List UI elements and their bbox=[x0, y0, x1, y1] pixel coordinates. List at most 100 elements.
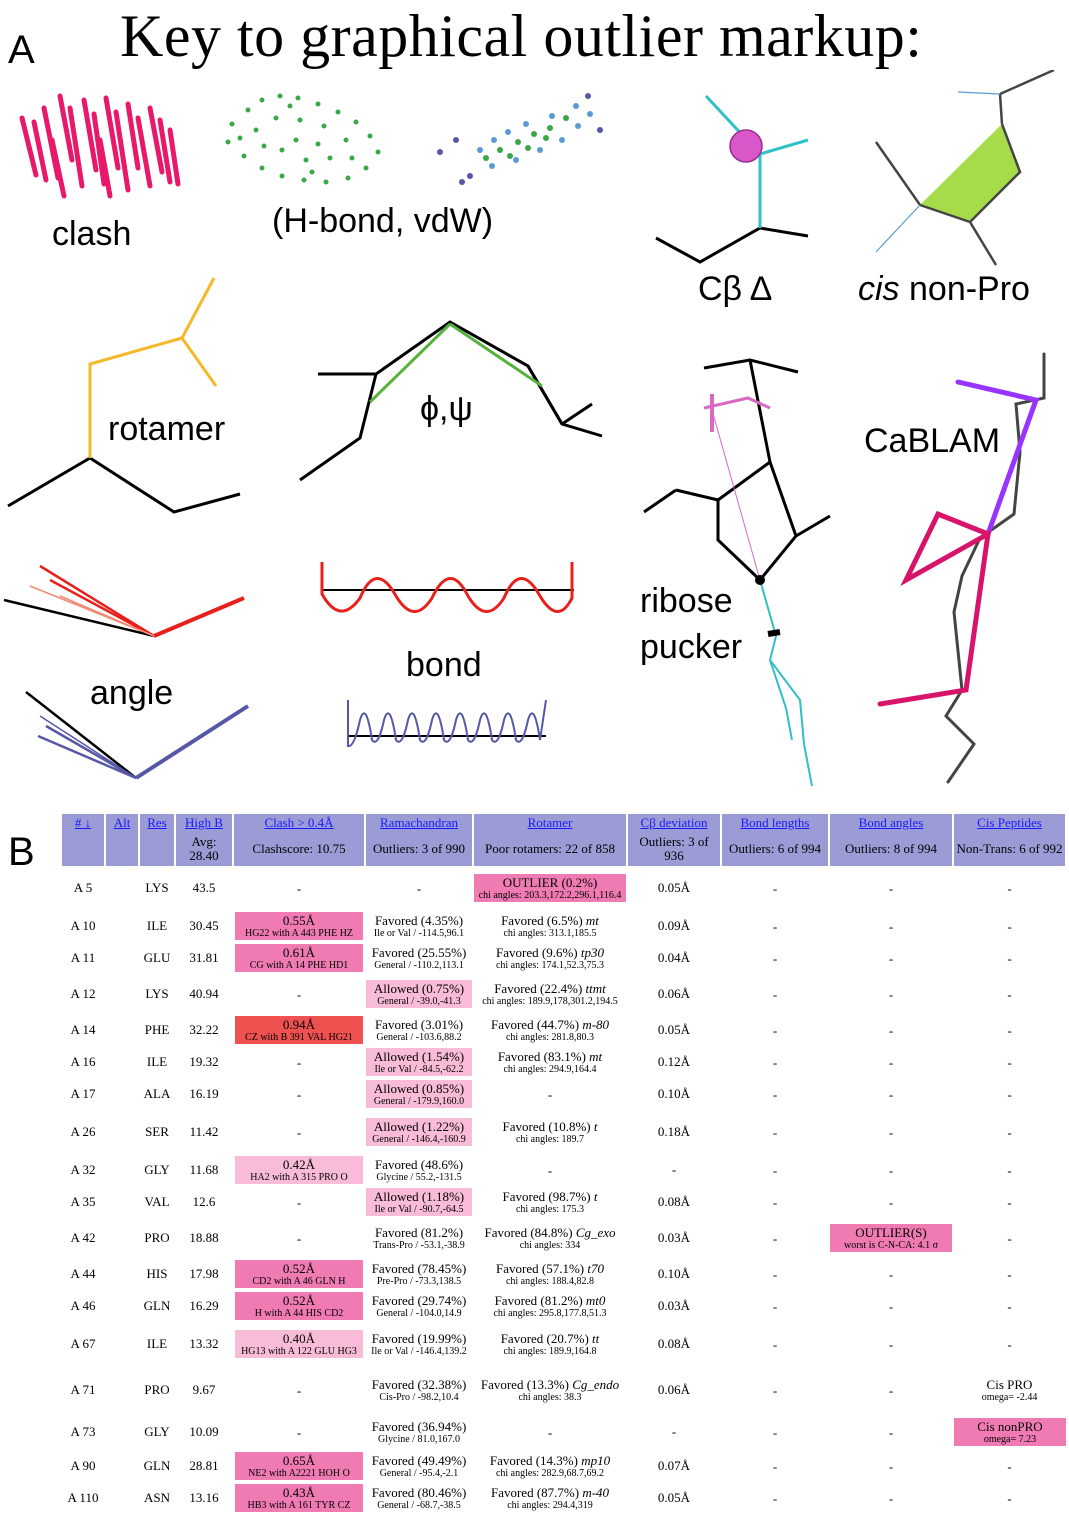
cell-bond-lengths: - bbox=[772, 1054, 778, 1070]
cell-ramachandran: Favored (32.38%)Cis-Pro / -98.2,10.4 bbox=[371, 1377, 467, 1403]
cell-residue-name: ILE bbox=[146, 1054, 168, 1069]
cell-bond-angles: - bbox=[888, 1298, 894, 1314]
angle-label: angle bbox=[90, 674, 173, 712]
cell-residue-name: LYS bbox=[145, 880, 169, 895]
header-col-alt[interactable]: Alt bbox=[106, 814, 138, 832]
cell-alt bbox=[106, 910, 138, 942]
cell-cis-peptides: - bbox=[1007, 1194, 1012, 1210]
cell-ramachandran: Favored (25.55%)General / -110.2,113.1 bbox=[371, 945, 467, 971]
cell-residue-number: A 90 bbox=[70, 1458, 96, 1473]
cell-bond-angles: - bbox=[888, 1124, 894, 1140]
cell-cis-peptides: - bbox=[1007, 1022, 1012, 1038]
cell-alt bbox=[106, 942, 138, 974]
cablam-marker bbox=[877, 352, 1046, 784]
cell-ramachandran: Favored (78.45%)Pre-Pro / -73.3,138.5 bbox=[371, 1261, 467, 1287]
header-col-cbeta[interactable]: Cβ deviation bbox=[628, 814, 720, 832]
cell-cbeta: 0.05Å bbox=[657, 1490, 691, 1505]
header-col-clash[interactable]: Clash > 0.4Å bbox=[234, 814, 364, 832]
cell-residue-name: GLN bbox=[143, 1458, 171, 1473]
vdw-dots bbox=[437, 93, 603, 185]
cell-residue-name: PHE bbox=[144, 1022, 170, 1037]
rotamer-label: rotamer bbox=[108, 410, 225, 448]
cell-bond-angles: - bbox=[888, 1162, 894, 1178]
cell-high-b: 18.88 bbox=[189, 1230, 219, 1245]
cell-bond-lengths: - bbox=[772, 880, 778, 896]
cell-residue-number: A 42 bbox=[70, 1230, 96, 1245]
header-col-bond-angles[interactable]: Bond angles bbox=[830, 814, 952, 832]
cell-alt bbox=[106, 1110, 138, 1154]
cell-bond-lengths: - bbox=[772, 1458, 778, 1474]
cell-bond-angles: OUTLIER(S)worst is C-N-CA: 4.1 σ bbox=[830, 1218, 952, 1258]
cell-cis-peptides: - bbox=[1007, 880, 1012, 896]
cell-alt bbox=[106, 1482, 138, 1514]
cell-cis-peptides: - bbox=[1007, 1490, 1012, 1506]
cell-ramachandran: Allowed (0.75%)General / -39.0,-41.3 bbox=[366, 974, 472, 1014]
cell-high-b: 13.32 bbox=[189, 1336, 219, 1351]
cell-alt bbox=[106, 1258, 138, 1290]
cell-clash: - bbox=[296, 1382, 302, 1398]
header-col-ramachandran[interactable]: Ramachandran bbox=[366, 814, 472, 832]
cell-cbeta: 0.03Å bbox=[657, 1230, 691, 1245]
cell-ramachandran: Favored (4.35%)Ile or Val / -114.5,96.1 bbox=[373, 913, 465, 939]
bond-marker bbox=[320, 562, 574, 748]
cell-residue-name: SER bbox=[145, 1124, 169, 1139]
cell-alt bbox=[106, 866, 138, 910]
header-col-res[interactable]: Res bbox=[140, 814, 174, 832]
cell-cis-peptides: - bbox=[1007, 1458, 1012, 1474]
ribose-label: ribose bbox=[640, 582, 733, 620]
cell-ramachandran: Favored (19.99%)Ile or Val / -146.4,139.… bbox=[371, 1331, 467, 1357]
cell-high-b: 31.81 bbox=[189, 950, 219, 965]
cell-cis-peptides: - bbox=[1007, 1124, 1012, 1140]
cell-ramachandran: - bbox=[416, 880, 422, 896]
cell-alt bbox=[106, 1450, 138, 1482]
cell-alt bbox=[106, 1078, 138, 1110]
cell-alt bbox=[106, 1322, 138, 1366]
pucker-label: pucker bbox=[640, 628, 742, 666]
cell-cbeta: 0.10Å bbox=[657, 1266, 691, 1281]
header-col-rotamer[interactable]: Rotamer bbox=[474, 814, 626, 832]
cell-bond-lengths: - bbox=[772, 1490, 778, 1506]
cell-residue-name: PRO bbox=[144, 1230, 170, 1245]
phi-psi-marker bbox=[299, 320, 603, 482]
cell-residue-number: A 10 bbox=[70, 918, 96, 933]
cell-cis-peptides: - bbox=[1007, 950, 1012, 966]
header-col-bond-lengths[interactable]: Bond lengths bbox=[722, 814, 828, 832]
cell-bond-lengths: - bbox=[772, 1298, 778, 1314]
cell-bond-angles: - bbox=[888, 1424, 894, 1440]
cell-bond-angles: - bbox=[888, 918, 894, 934]
header-col-num[interactable]: # ↓ bbox=[62, 814, 104, 832]
cell-cbeta: 0.08Å bbox=[657, 1194, 691, 1209]
cell-cbeta: 0.06Å bbox=[657, 1382, 691, 1397]
cell-residue-number: A 44 bbox=[70, 1266, 96, 1281]
cell-bond-lengths: - bbox=[772, 1266, 778, 1282]
header-col-high-b[interactable]: High B bbox=[176, 814, 232, 832]
cell-high-b: 12.6 bbox=[192, 1194, 216, 1209]
cell-rotamer: - bbox=[547, 1424, 553, 1440]
header-col-cis-peptides[interactable]: Cis Peptides bbox=[954, 814, 1065, 832]
cell-cis-peptides: - bbox=[1007, 1162, 1012, 1178]
cell-bond-lengths: - bbox=[772, 1022, 778, 1038]
cell-residue-number: A 17 bbox=[70, 1086, 96, 1101]
cell-clash: - bbox=[296, 1054, 302, 1070]
